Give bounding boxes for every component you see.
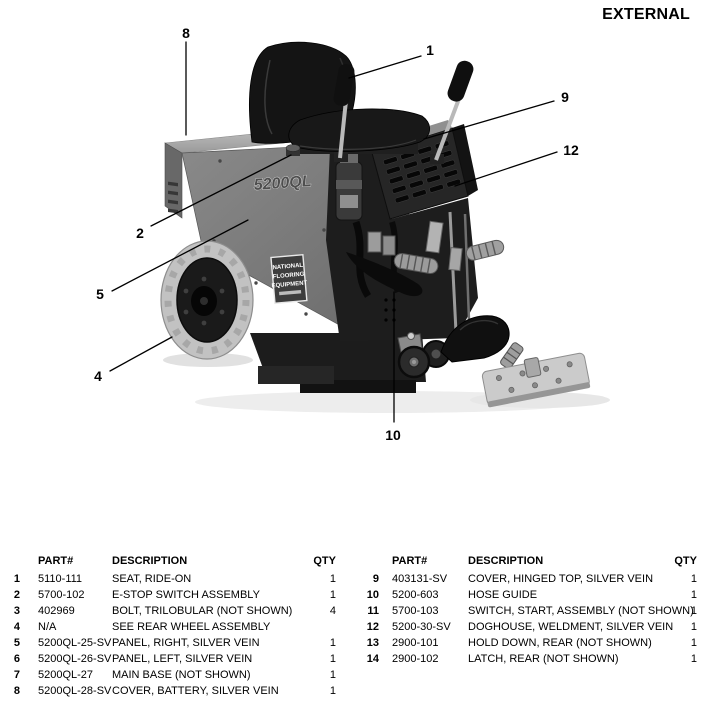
callout-9: 9: [561, 89, 569, 105]
blade-plate: [481, 352, 591, 408]
leader-4: [109, 336, 173, 372]
callout-12: 12: [563, 142, 579, 158]
machine-illustration: 5200QL NATIONAL FLOORING EQUIPMENT: [160, 41, 610, 413]
leader-12: [454, 151, 558, 187]
callout-labels: 8 1 9 12 2 5 4 10: [94, 25, 579, 443]
brand-decal-line1: NATIONAL: [272, 263, 303, 272]
brand-decal-line2: FLOORING: [273, 272, 305, 281]
brand-decal: NATIONAL FLOORING EQUIPMENT: [270, 253, 308, 305]
blade-assembly: [440, 315, 591, 408]
leader-1: [348, 55, 422, 79]
page-title: EXTERNAL: [602, 6, 690, 23]
leader-2: [150, 154, 292, 227]
control-lever-right: [430, 60, 474, 164]
hose-guide: [346, 252, 439, 297]
machine-figure: 5200QL NATIONAL FLOORING EQUIPMENT: [94, 25, 610, 443]
callout-1: 1: [426, 42, 434, 58]
control-lever-left: [333, 64, 355, 162]
header-part: PART#: [392, 555, 428, 567]
callout-5: 5: [96, 286, 104, 302]
table-header: PART# DESCRIPTION QTY: [0, 553, 336, 569]
e-stop-button: [285, 144, 301, 156]
header-qty: QTY: [313, 555, 336, 567]
rear-wheel: [160, 240, 254, 360]
brand-decal-line3: EQUIPMENT: [271, 280, 307, 289]
leader-9: [423, 100, 555, 140]
table-header: PART# DESCRIPTION QTY: [355, 553, 697, 569]
header-part: PART#: [38, 555, 74, 567]
leader-5: [111, 219, 249, 292]
callout-2: 2: [136, 225, 144, 241]
header-desc: DESCRIPTION: [112, 555, 188, 567]
hydraulic-assembly: [326, 148, 478, 342]
model-decal: 5200QL: [253, 173, 312, 194]
main-base: [250, 333, 426, 393]
caster-wheels: [397, 332, 450, 379]
header-qty: QTY: [674, 555, 697, 567]
callout-10: 10: [385, 427, 401, 443]
header-desc: DESCRIPTION: [468, 555, 544, 567]
callout-4: 4: [94, 368, 102, 384]
callout-8: 8: [182, 25, 190, 41]
callout-leader-lines: [109, 41, 558, 423]
grab-handle: [465, 239, 505, 261]
louver-vents-icon: [168, 181, 178, 214]
perforations: [384, 298, 396, 322]
wheel-lugs: [183, 276, 225, 326]
wheel-shadow: [163, 353, 253, 367]
